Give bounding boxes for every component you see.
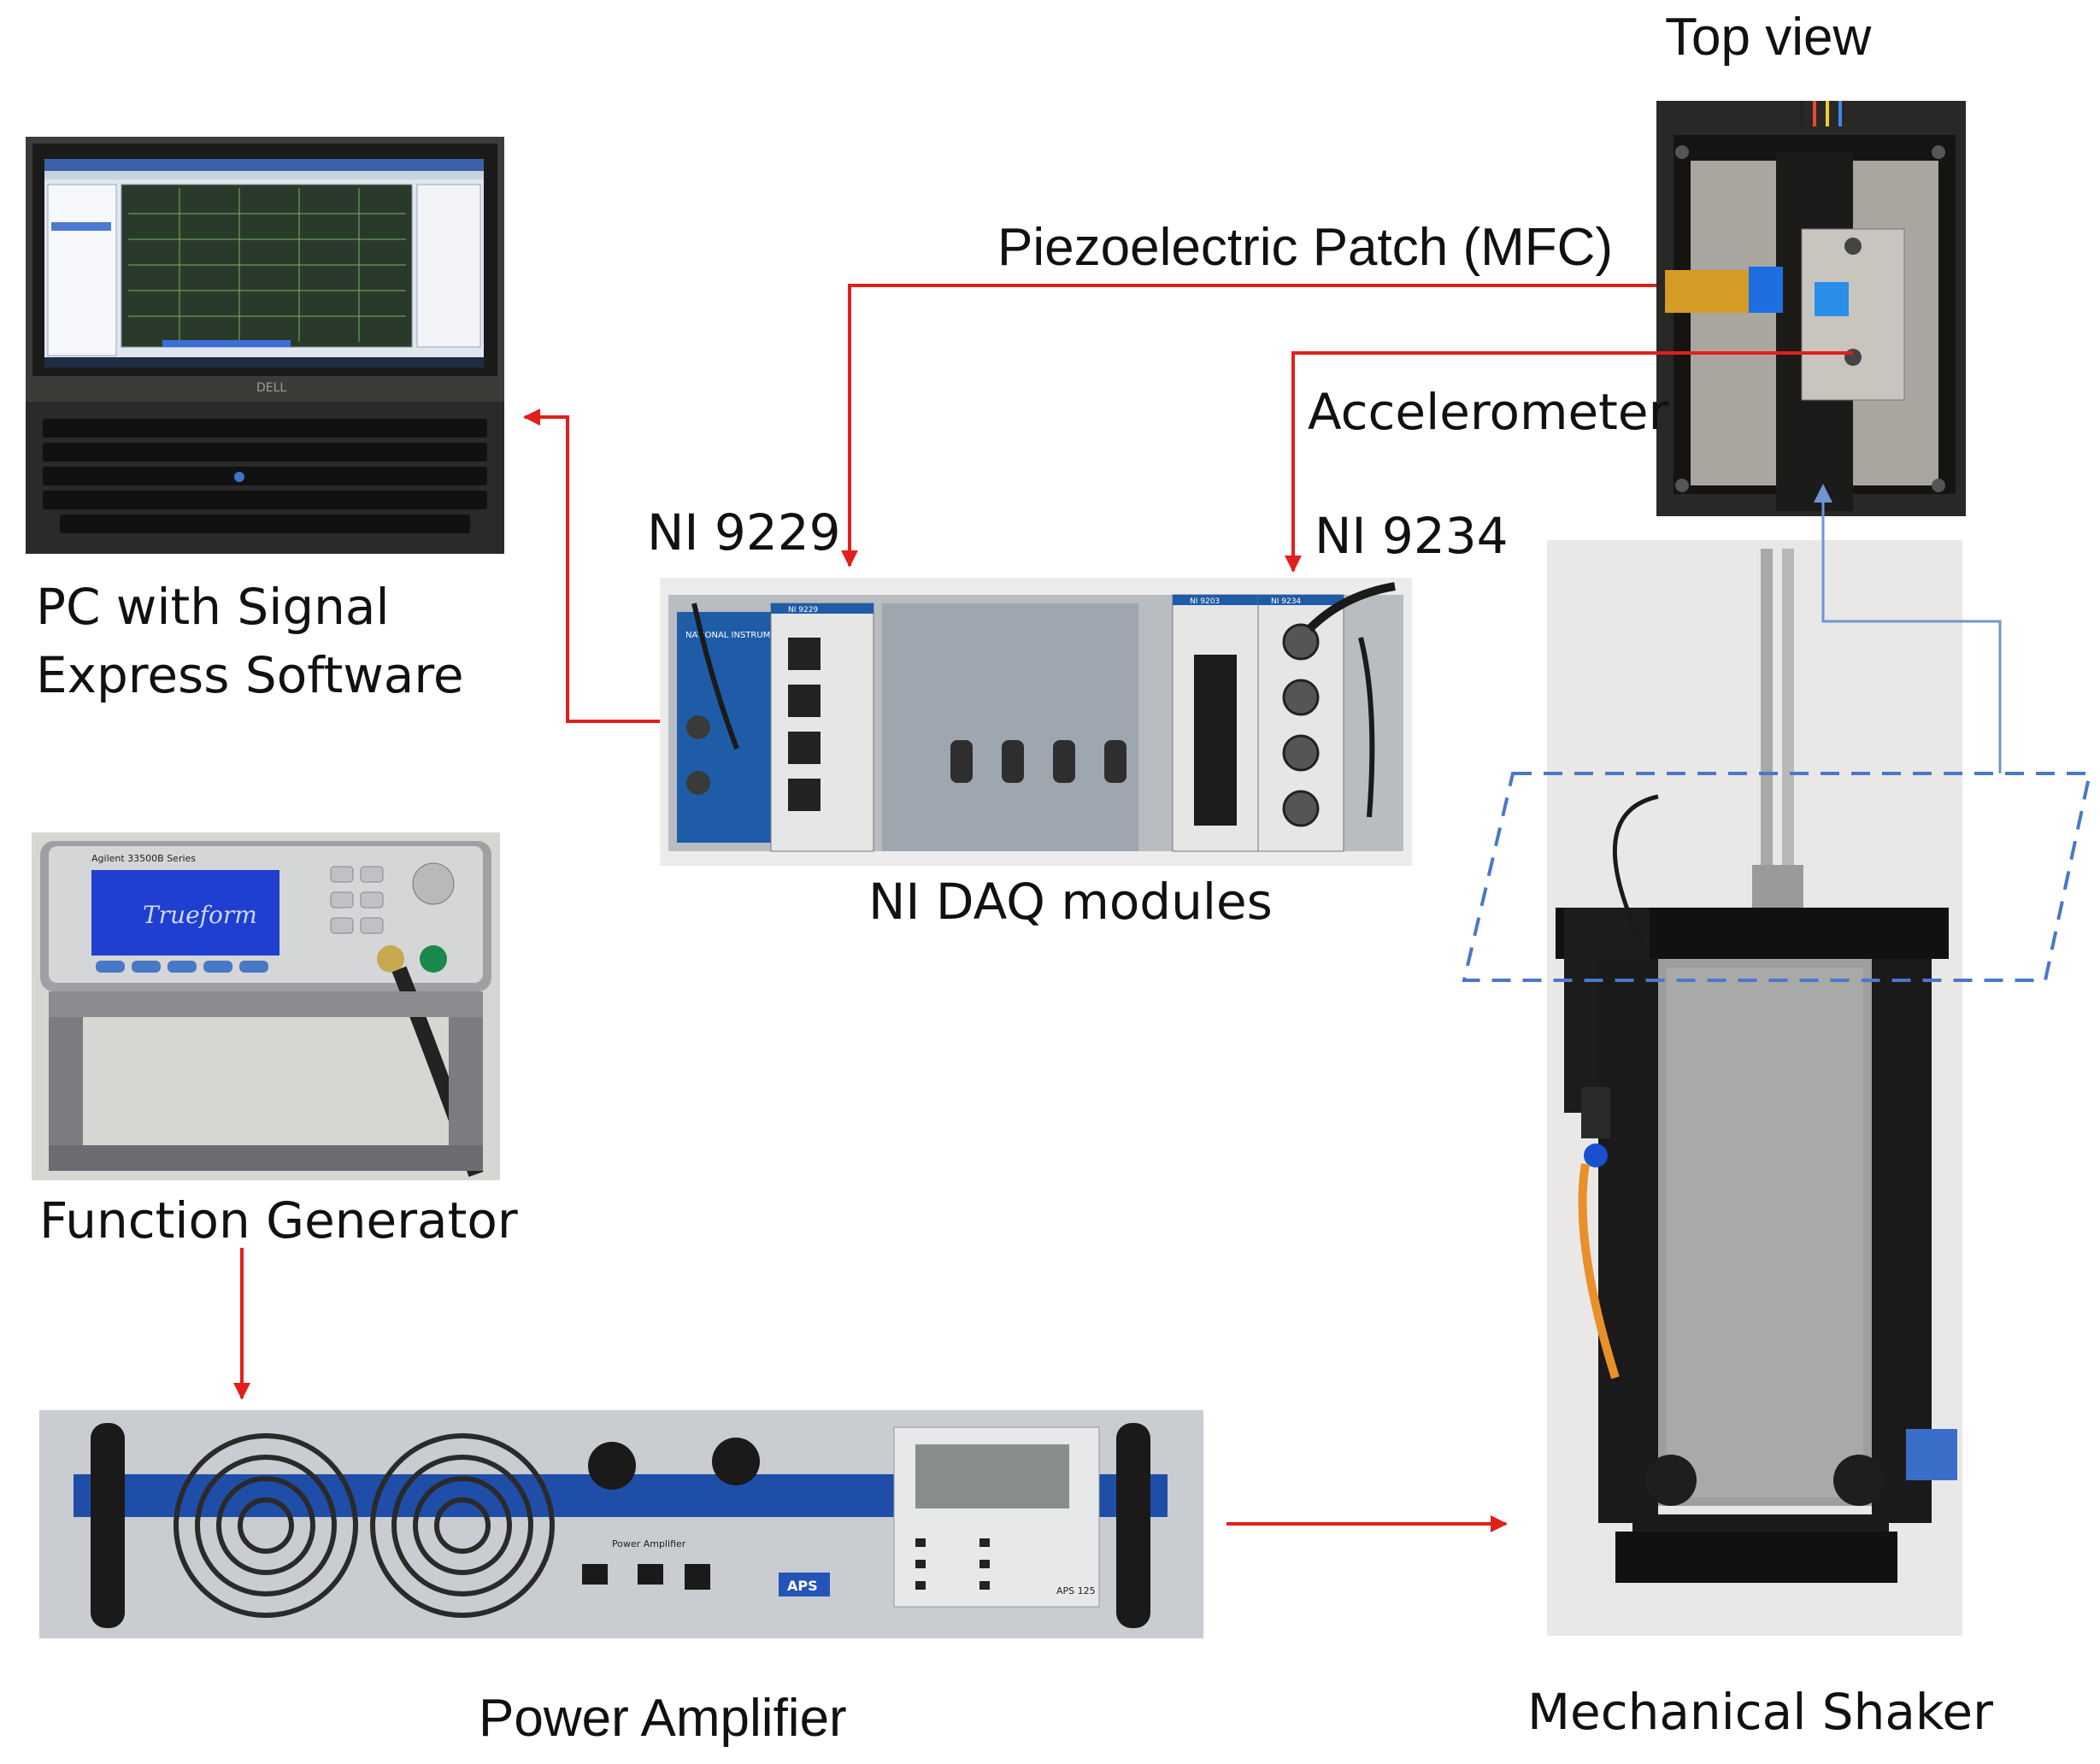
- fg-brand: Agilent 33500B Series: [91, 853, 196, 864]
- amp-title-text: Power Amplifier: [612, 1538, 686, 1549]
- label-power-amplifier: Power Amplifier: [479, 1689, 847, 1748]
- label-ni9234: NI 9234: [1315, 507, 1509, 565]
- top-view-photo: [1656, 101, 1966, 516]
- label-daq-modules: NI DAQ modules: [868, 873, 1273, 931]
- wire-daq-to-pc: [523, 409, 660, 723]
- label-pc-line2: Express Software: [36, 646, 464, 704]
- amp-brand-text: APS: [787, 1578, 818, 1594]
- top-view-link: [1821, 491, 2002, 773]
- module-9229-text: NI 9229: [788, 606, 818, 614]
- top-view-link-arrow-icon: [1814, 484, 1832, 503]
- label-accelerometer: Accelerometer: [1308, 383, 1669, 441]
- label-function-generator: Function Generator: [39, 1191, 518, 1250]
- zoom-region-outline: [1462, 772, 2092, 982]
- module-9203-text: NI 9203: [1190, 597, 1220, 606]
- ni-brand: NATIONAL INSTRUMENTS: [685, 631, 793, 640]
- label-ni9229: NI 9229: [647, 503, 841, 562]
- power-amplifier-photo: Power Amplifier APS APS 125: [39, 1410, 1203, 1638]
- shaker-photo: [1547, 540, 1962, 1636]
- wire-piezo-to-ni9229: [841, 284, 1656, 567]
- laptop-photo: DELL: [26, 137, 504, 554]
- label-pc-line1: PC with Signal: [36, 578, 390, 636]
- label-top-view: Top view: [1665, 8, 1872, 67]
- label-piezo-patch: Piezoelectric Patch (MFC): [997, 218, 1614, 277]
- function-generator-photo: Agilent 33500B Series Trueform: [32, 832, 500, 1180]
- module-9234-text: NI 9234: [1271, 597, 1301, 606]
- label-mechanical-shaker: Mechanical Shaker: [1527, 1683, 1993, 1741]
- laptop-brand: DELL: [256, 381, 286, 395]
- wire-accelerometer-to-ni9234: [1285, 351, 1853, 573]
- daq-photo: NATIONAL INSTRUMENTS NI 9229 NI 9203 NI …: [660, 578, 1412, 866]
- amp-model-text: APS 125: [1056, 1585, 1096, 1596]
- fg-screen-text: Trueform: [143, 901, 257, 929]
